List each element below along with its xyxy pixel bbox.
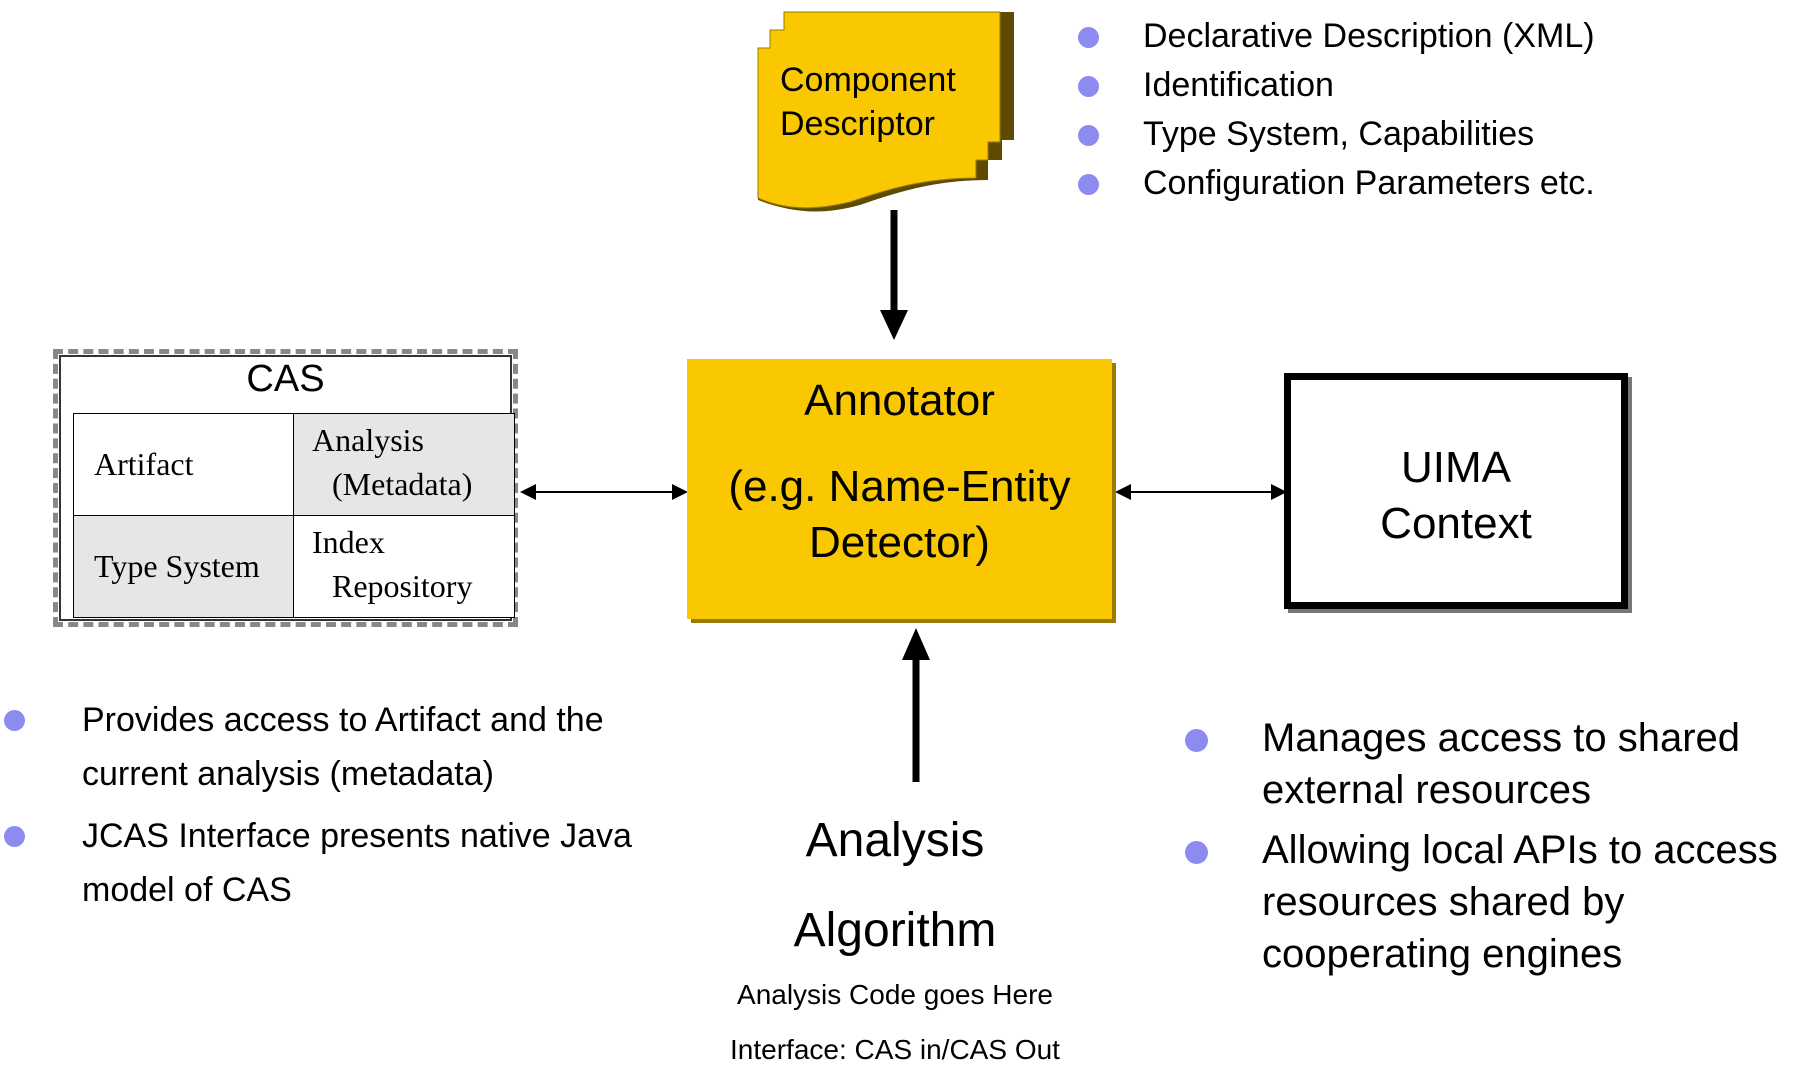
annotator-example-line1: (e.g. Name-Entity bbox=[728, 462, 1071, 511]
analysis-algorithm-label: Analysis Algorithm bbox=[760, 796, 1030, 976]
list-item: Provides access to Artifact and the curr… bbox=[4, 693, 642, 801]
component-descriptor-shape bbox=[520, 11, 1287, 782]
bullet-icon bbox=[4, 710, 25, 731]
analysis-code-note: Analysis Code goes Here bbox=[737, 979, 1053, 1010]
cas-grid: Artifact Analysis (Metadata) Type System… bbox=[73, 413, 515, 618]
component-descriptor-line2: Descriptor bbox=[780, 105, 935, 143]
annotator-box: Annotator (e.g. Name-Entity Detector) bbox=[687, 359, 1112, 619]
bullet-icon bbox=[4, 826, 25, 847]
cas-title: CAS bbox=[246, 358, 325, 400]
analysis-algorithm-line1: Analysis bbox=[805, 814, 985, 867]
uima-bullet-list: Manages access to shared external resour… bbox=[1185, 712, 1816, 988]
descriptor-bullet-list: Declarative Description (XML) Identifica… bbox=[1078, 12, 1595, 208]
cas-cell-analysis: Analysis (Metadata) bbox=[294, 414, 514, 516]
analysis-algorithm-notes: Analysis Code goes Here Interface: CAS i… bbox=[680, 967, 1110, 1077]
cas-cell-type-system: Type System bbox=[74, 516, 294, 617]
list-item: Manages access to shared external resour… bbox=[1185, 712, 1816, 816]
bullet-icon bbox=[1078, 27, 1099, 48]
list-item: Allowing local APIs to access resources … bbox=[1185, 824, 1816, 980]
bullet-icon bbox=[1078, 76, 1099, 97]
uima-context-box: UIMA Context bbox=[1284, 373, 1628, 609]
cas-cell-artifact: Artifact bbox=[74, 414, 294, 516]
bullet-icon bbox=[1185, 729, 1208, 752]
annotator-title: Annotator bbox=[804, 376, 995, 425]
list-item: Declarative Description (XML) bbox=[1078, 12, 1595, 61]
bullet-icon bbox=[1078, 174, 1099, 195]
cas-bullet-list: Provides access to Artifact and the curr… bbox=[4, 693, 642, 925]
analysis-algorithm-line2: Algorithm bbox=[793, 904, 997, 957]
cas-cell-index-repository: Index Repository bbox=[294, 516, 514, 617]
annotator-example-line2: Detector) bbox=[809, 518, 990, 567]
list-item: Identification bbox=[1078, 61, 1595, 110]
list-item: Configuration Parameters etc. bbox=[1078, 159, 1595, 208]
list-item: Type System, Capabilities bbox=[1078, 110, 1595, 159]
bullet-icon bbox=[1185, 841, 1208, 864]
list-item: JCAS Interface presents native Java mode… bbox=[4, 809, 642, 917]
interface-note: Interface: CAS in/CAS Out bbox=[730, 1034, 1060, 1065]
cas-box-border bbox=[53, 349, 518, 627]
component-descriptor-label: Component Descriptor bbox=[780, 58, 956, 146]
component-descriptor-line1: Component bbox=[780, 61, 956, 99]
uima-context-line2: Context bbox=[1380, 499, 1532, 548]
bullet-icon bbox=[1078, 125, 1099, 146]
uima-context-line1: UIMA bbox=[1401, 443, 1511, 492]
